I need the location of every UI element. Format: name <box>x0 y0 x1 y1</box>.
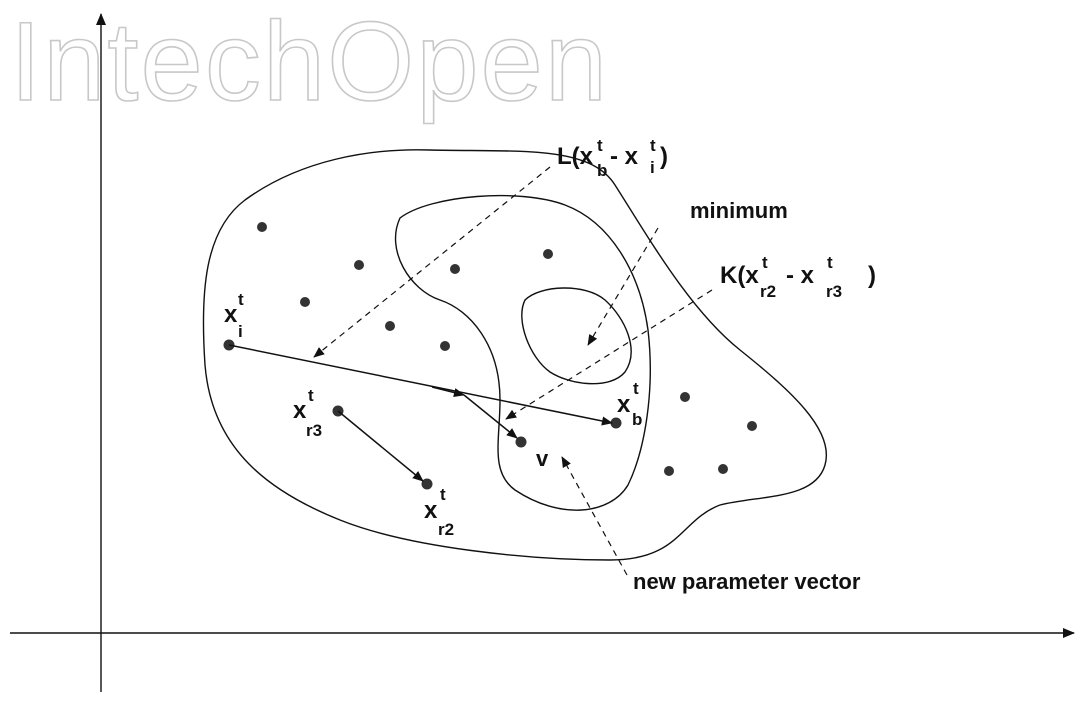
point-xb <box>610 417 622 429</box>
label-K-close: ) <box>868 262 876 289</box>
label-L-sup-t: t <box>597 136 603 155</box>
population-point <box>300 297 310 307</box>
dashed-arrow-L <box>313 166 551 358</box>
inner-contour <box>521 287 632 385</box>
population-point <box>450 264 460 274</box>
label-new-parameter-vector: new parameter vector <box>633 569 861 594</box>
population-point <box>747 421 757 431</box>
label-L-sup-t2: t <box>650 136 656 155</box>
label-xr2-r2: r2 <box>438 520 454 539</box>
label-L-prefix: L(x <box>557 143 594 170</box>
arrow-xr3-to-xr2 <box>337 410 424 482</box>
dashed-arrow-K <box>505 289 713 420</box>
label-xr3: x t r3 <box>293 386 322 440</box>
population-point <box>680 392 690 402</box>
label-L-sub-b: b <box>597 161 607 180</box>
label-xr3-x: x <box>293 397 307 424</box>
label-minimum: minimum <box>690 198 788 223</box>
population-point <box>664 466 674 476</box>
label-L-sub-i: i <box>650 158 655 177</box>
label-K-difference: K(x t r2 - x t r3 ) <box>720 253 876 301</box>
label-xb: x t b <box>617 379 642 429</box>
point-v <box>515 436 527 448</box>
label-K-sup-t2: t <box>827 253 833 272</box>
label-K-minus: - x <box>786 262 815 289</box>
population-point <box>257 222 267 232</box>
watermark-text: IntechOpen <box>10 0 609 124</box>
label-xb-b: b <box>632 410 642 429</box>
arrow-to-v <box>463 394 518 439</box>
dashed-arrow-minimum <box>587 227 659 346</box>
label-L-difference: L(x t b - x t i ) <box>557 136 668 180</box>
label-L-minus: - x <box>610 143 639 170</box>
label-K-sub-r3: r3 <box>826 282 842 301</box>
population-point <box>385 321 395 331</box>
label-xi-t: t <box>238 290 244 309</box>
label-K-sub-r2: r2 <box>760 282 776 301</box>
label-xr2: x t r2 <box>424 485 454 539</box>
label-xb-x: x <box>617 391 631 418</box>
label-xr3-r3: r3 <box>306 421 322 440</box>
label-L-close: ) <box>660 143 668 170</box>
population-point <box>440 341 450 351</box>
population-points <box>257 222 757 476</box>
population-point <box>354 260 364 270</box>
population-point <box>718 464 728 474</box>
label-xr3-t: t <box>308 386 314 405</box>
label-K-prefix: K(x <box>720 262 759 289</box>
population-point <box>543 249 553 259</box>
label-xr2-x: x <box>424 497 438 524</box>
dashed-arrow-new-vector <box>561 456 628 576</box>
outer-contour <box>202 149 828 561</box>
label-xi-i: i <box>238 322 243 341</box>
arrow-first-step <box>431 386 465 398</box>
label-K-sup-t: t <box>762 253 768 272</box>
label-v: v <box>536 446 549 471</box>
middle-contour <box>394 194 651 511</box>
point-xr2 <box>421 478 433 490</box>
label-xi-x: x <box>224 301 238 328</box>
label-xb-t: t <box>633 379 639 398</box>
label-xr2-t: t <box>440 485 446 504</box>
label-xi: x t i <box>224 290 244 341</box>
arrow-xi-to-xb <box>228 344 613 426</box>
